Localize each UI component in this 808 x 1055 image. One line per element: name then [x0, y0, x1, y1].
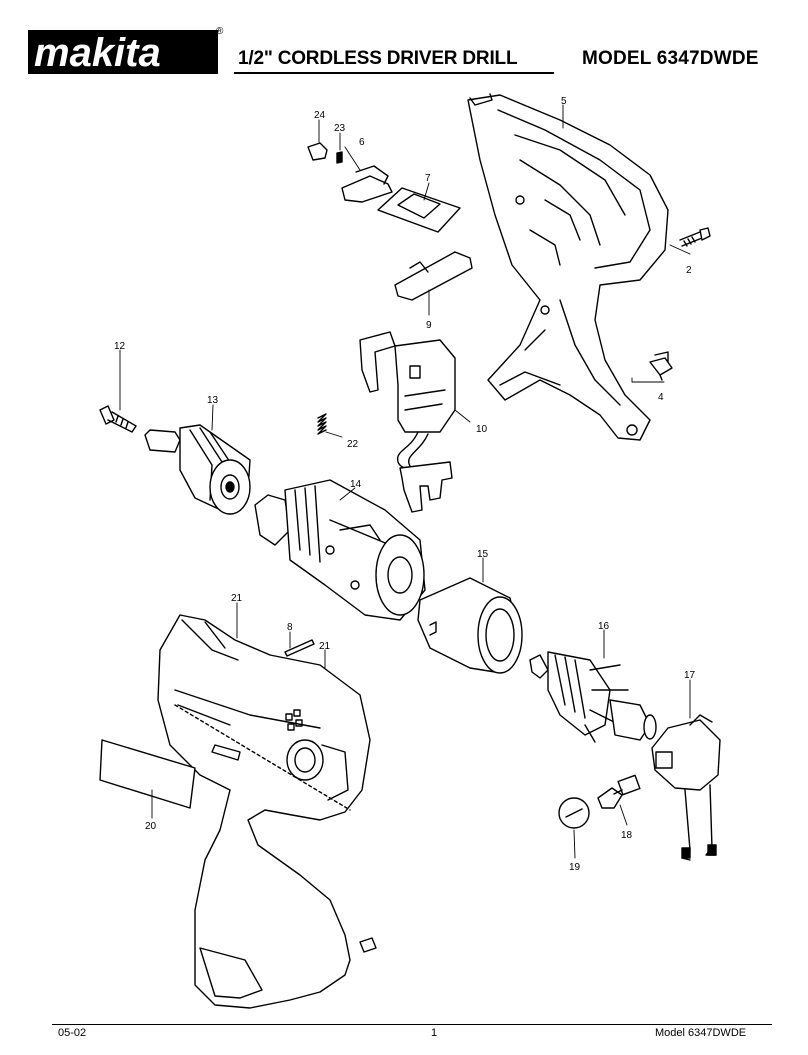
switch-lever-part	[341, 165, 393, 203]
part-label-21-lower: 21	[319, 641, 331, 652]
svg-text:makita: makita	[34, 31, 161, 75]
housing-set-part	[157, 614, 377, 1009]
makita-logo: makita ®	[28, 26, 224, 75]
armature-part	[529, 651, 657, 743]
part-label-14: 14	[350, 479, 362, 490]
part-label-6: 6	[359, 137, 365, 148]
clip-part	[649, 351, 673, 381]
reversing-button-part	[394, 251, 473, 301]
page-title: 1/2" CORDLESS DRIVER DRILL	[238, 48, 518, 69]
housing-half-part	[467, 93, 669, 441]
footer-date: 05-02	[58, 1027, 87, 1039]
screw-part	[679, 227, 711, 247]
part-label-7: 7	[425, 173, 431, 184]
part-label-9: 9	[426, 320, 432, 331]
model-number: MODEL 6347DWDE	[582, 48, 759, 69]
part-labels: 5 2 4 24 23 6 7 9 10 12 13 22 14 15 16 1…	[114, 96, 696, 873]
page-number: 1	[431, 1027, 438, 1039]
brush-holder-part	[651, 714, 721, 861]
part-label-24: 24	[314, 110, 326, 121]
chuck-screw-part	[99, 405, 137, 433]
yoke-part	[417, 577, 523, 674]
part-label-18: 18	[621, 830, 633, 841]
footer-model: Model 6347DWDE	[655, 1027, 747, 1039]
title-underline	[234, 72, 554, 74]
name-plate-part	[99, 739, 196, 809]
part-label-17: 17	[684, 670, 696, 681]
part-label-15: 15	[477, 549, 489, 560]
page-header: makita ® 1/2" CORDLESS DRIVER DRILL MODE…	[0, 0, 808, 90]
switch-part	[359, 331, 456, 513]
spring-part	[317, 413, 327, 435]
footer-divider	[52, 1024, 772, 1025]
part-label-23: 23	[334, 123, 346, 134]
part-label-22: 22	[347, 439, 359, 450]
part-label-12: 12	[114, 341, 126, 352]
pin-part	[336, 151, 343, 164]
svg-text:®: ®	[216, 26, 224, 37]
part-label-21-upper: 21	[231, 593, 243, 604]
small-pin-part	[284, 639, 315, 657]
part-label-8: 8	[287, 622, 293, 633]
chuck-part	[144, 424, 251, 515]
switch-plate-part	[377, 187, 461, 233]
part-label-13: 13	[207, 395, 219, 406]
part-label-20: 20	[145, 821, 157, 832]
part-label-19: 19	[569, 862, 581, 873]
brush-cap-part	[558, 797, 590, 829]
part-label-4: 4	[658, 392, 664, 403]
leader-lines	[119, 104, 691, 859]
part-label-10: 10	[476, 424, 488, 435]
part-label-16: 16	[598, 621, 610, 632]
gear-assembly-part	[254, 479, 426, 621]
carbon-brush-part	[597, 774, 641, 809]
part-label-2: 2	[686, 265, 692, 276]
part-label-5: 5	[561, 96, 567, 107]
cap-part	[307, 142, 328, 161]
